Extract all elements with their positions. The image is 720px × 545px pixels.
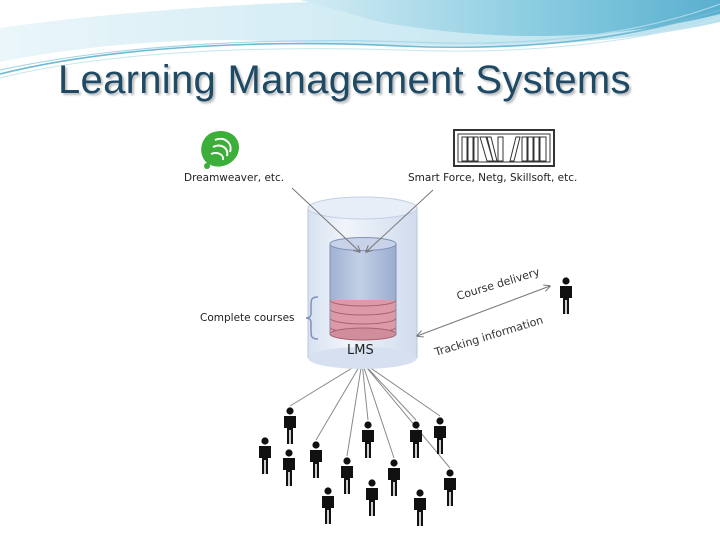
connector-line [361, 361, 395, 459]
connector-line [361, 361, 451, 469]
person-icon [560, 277, 572, 314]
learners-group [259, 277, 572, 526]
authoring-tool-label: Dreamweaver, etc. [184, 172, 284, 184]
person-icon [388, 459, 400, 496]
complete-courses-label: Complete courses [200, 312, 295, 324]
bookshelf-icon [453, 129, 555, 167]
lms-label: LMS [347, 343, 374, 358]
lms-to-learners-connectors [289, 361, 451, 469]
slide-title: Learning Management Systems [58, 58, 631, 102]
delivery-tracking-arrows [417, 286, 550, 336]
connector-line [361, 361, 417, 421]
content-inflow-arrows [291, 187, 434, 252]
person-icon [284, 407, 296, 444]
connector-line [289, 361, 363, 407]
content-vendor-label: Smart Force, Netg, Skillsoft, etc. [408, 172, 577, 184]
person-icon [283, 449, 295, 486]
person-icon [444, 469, 456, 506]
complete-courses-brace [305, 296, 319, 340]
person-icon [414, 489, 426, 526]
connector-line [346, 361, 363, 457]
person-icon [410, 421, 422, 458]
dreamweaver-logo-icon [186, 124, 246, 176]
person-icon [341, 457, 353, 494]
connector-line [361, 361, 441, 417]
tracking-information-label: Tracking information [432, 313, 545, 359]
course-delivery-label: Course delivery [455, 265, 542, 303]
person-icon [362, 421, 374, 458]
connector-line [361, 361, 369, 421]
person-icon [310, 441, 322, 478]
person-icon [434, 417, 446, 454]
person-icon [366, 479, 378, 516]
course-database-icon [329, 237, 397, 341]
person-icon [322, 487, 334, 524]
connector-line [315, 361, 363, 441]
person-icon [259, 437, 271, 474]
header-wave [0, 0, 720, 79]
